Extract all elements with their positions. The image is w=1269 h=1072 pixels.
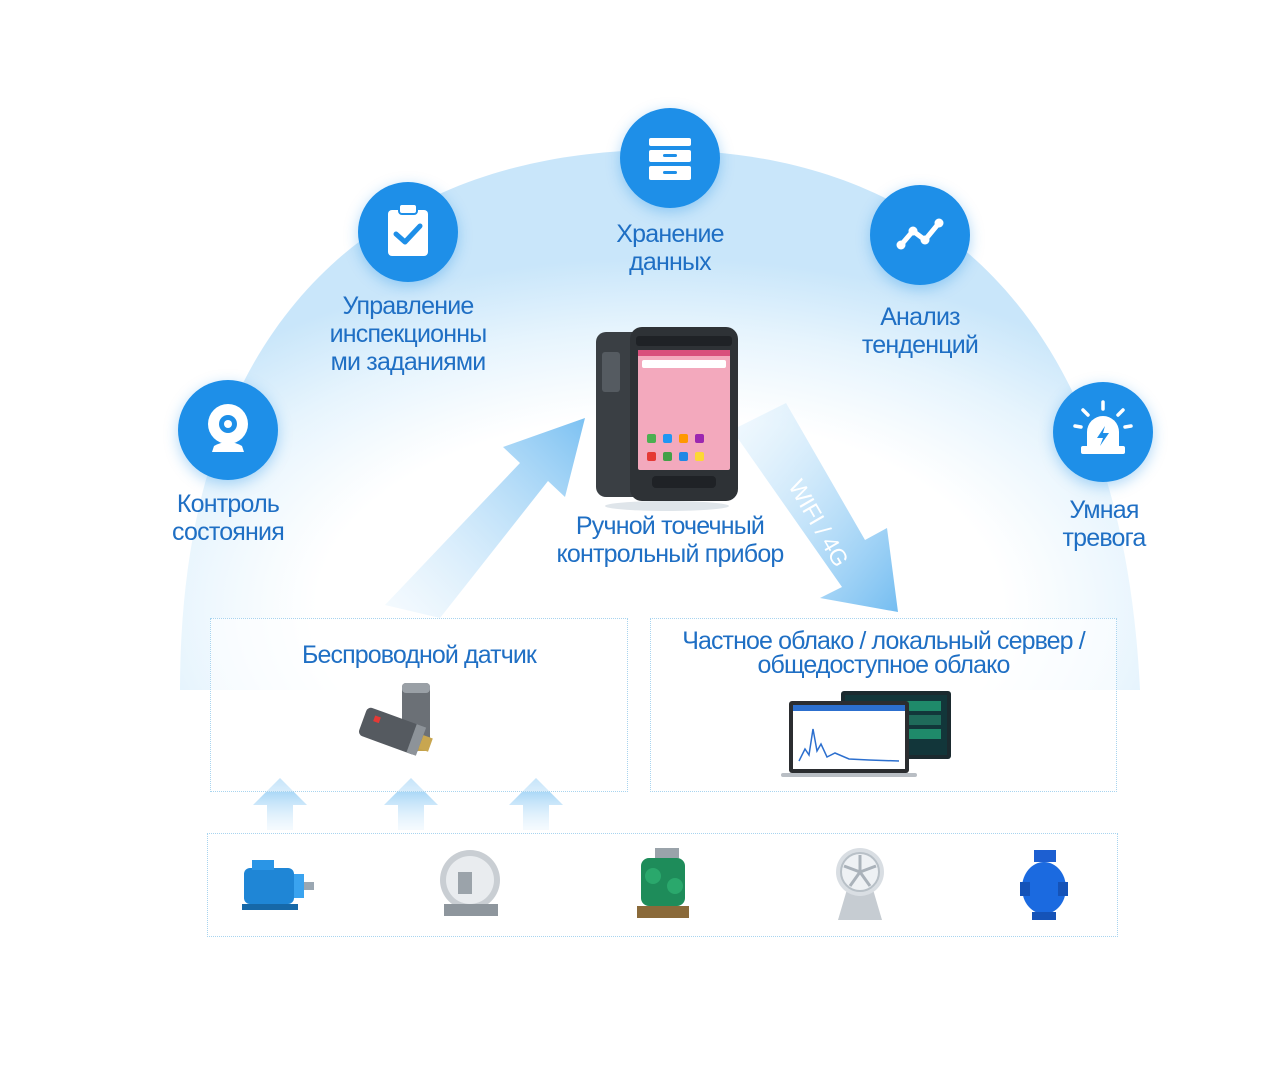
wifi-arrow — [732, 403, 898, 612]
wireless-sensor-icon — [359, 683, 433, 756]
webcam-icon — [208, 404, 248, 452]
fan-housing-icon — [440, 850, 500, 916]
trend-node[interactable] — [870, 185, 970, 285]
alarm-node[interactable] — [1053, 382, 1153, 482]
wireless-sensor-panel: Беспроводной датчик — [210, 618, 628, 792]
pump-icon — [1020, 850, 1068, 920]
inspection-node[interactable] — [358, 182, 458, 282]
up-arrow-1 — [253, 778, 307, 830]
archive-drawer-icon — [649, 138, 691, 180]
condition-node[interactable] — [178, 380, 278, 480]
alarm-label: Умная тревога — [1062, 496, 1146, 552]
motor-icon — [242, 860, 314, 910]
gearbox-icon — [637, 848, 689, 918]
axial-fan-icon — [836, 848, 884, 920]
equipment-panel — [207, 833, 1118, 937]
up-arrow-2 — [384, 778, 438, 830]
trend-line-icon — [896, 218, 944, 250]
alarm-siren-icon — [1073, 400, 1133, 454]
laptop-dashboard-icon — [781, 691, 951, 777]
handheld-device-icon — [596, 327, 738, 511]
cloud-server-title: Частное облако / локальный сервер / обще… — [682, 627, 1086, 679]
storage-label: Хранение данных — [616, 220, 724, 276]
inspection-label: Управление инспекционны ми заданиями — [329, 292, 488, 376]
storage-node[interactable] — [620, 108, 720, 208]
trend-label: Анализ тенденций — [861, 303, 979, 359]
condition-label: Контроль состояния — [172, 490, 285, 546]
cloud-server-panel: Частное облако / локальный сервер / обще… — [650, 618, 1117, 792]
up-arrow-3 — [509, 778, 563, 830]
bluetooth-arrow — [385, 418, 585, 618]
clipboard-check-icon — [388, 203, 428, 256]
wireless-sensor-title: Беспроводной датчик — [302, 641, 537, 669]
device-label: Ручной точечный контрольный прибор — [556, 512, 784, 568]
